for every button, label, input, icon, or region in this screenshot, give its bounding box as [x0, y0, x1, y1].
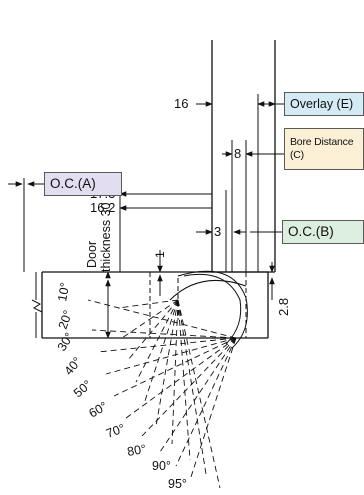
overlay-callout-text: Overlay (E): [290, 97, 354, 111]
bore-distance-callout-line2: (C): [290, 149, 304, 161]
oc-b-callout-text: O.C.(B): [288, 224, 334, 239]
angle-label-6: 60°: [87, 399, 110, 421]
swing-line-3: [97, 337, 237, 353]
swing-line-7: [141, 337, 237, 437]
door-swing-lines: [87, 299, 237, 489]
angle-label-8: 80°: [126, 442, 147, 459]
dim-16-2-label: 16.2: [90, 200, 115, 215]
dim-16-label: 16: [174, 96, 188, 111]
swing-edge-7: [171, 299, 179, 445]
cabinet-side-panel: [211, 40, 276, 273]
swing-edge-10: [177, 299, 221, 489]
dim-2-8-label: 2.8: [276, 298, 291, 316]
swing-line-5: [113, 337, 237, 397]
swing-line-10: [189, 337, 237, 481]
overlay-callout: Overlay (E): [284, 92, 364, 116]
oc-b-callout: O.C.(B): [282, 220, 364, 244]
angle-label-2: 20°: [56, 308, 76, 331]
bore-distance-callout-line1: Bore Distance: [290, 136, 354, 148]
angle-label-4: 40°: [62, 354, 85, 377]
swing-edge-8: [177, 299, 191, 461]
swing-edge-2: [121, 299, 179, 339]
bore-distance-callout: Bore Distance (C): [284, 128, 364, 170]
swing-line-9: [175, 337, 237, 467]
swing-line-1: [87, 299, 237, 339]
door-thickness-label-line2: thickness 30: [99, 202, 113, 272]
door-thickness-label-line1: Door: [85, 241, 99, 268]
swing-edge-4: [135, 299, 179, 383]
angle-label-5: 50°: [71, 377, 94, 400]
angle-label-3: 30°: [55, 330, 77, 353]
swing-angle-labels: 10° 20°30°40°50°60°70°80° 90° 95°: [55, 281, 187, 491]
dimension-lines: [8, 94, 284, 339]
oc-a-callout: O.C.(A): [44, 172, 122, 196]
dim-1-label: 1: [153, 251, 167, 258]
swing-line-8: [159, 337, 237, 453]
angle-label-1: 10°: [55, 281, 72, 302]
swing-edge-1: [117, 299, 179, 309]
angle-label-10: 95°: [168, 477, 187, 491]
swing-line-2: [91, 329, 237, 339]
swing-edge-6: [155, 299, 179, 427]
angle-label-9: 90°: [152, 459, 171, 473]
angle-label-7: 70°: [104, 421, 127, 441]
swing-line-6: [125, 337, 237, 419]
dim-3-label: 3: [214, 224, 221, 239]
oc-a-callout-text: O.C.(A): [50, 176, 96, 191]
swing-edge-3: [127, 299, 179, 361]
dim-8-label: 8: [234, 146, 241, 161]
swing-edge-5: [143, 299, 179, 405]
hinge-cup-outline: [149, 270, 248, 349]
swing-edge-9: [177, 299, 207, 475]
swing-line-4: [105, 337, 237, 375]
